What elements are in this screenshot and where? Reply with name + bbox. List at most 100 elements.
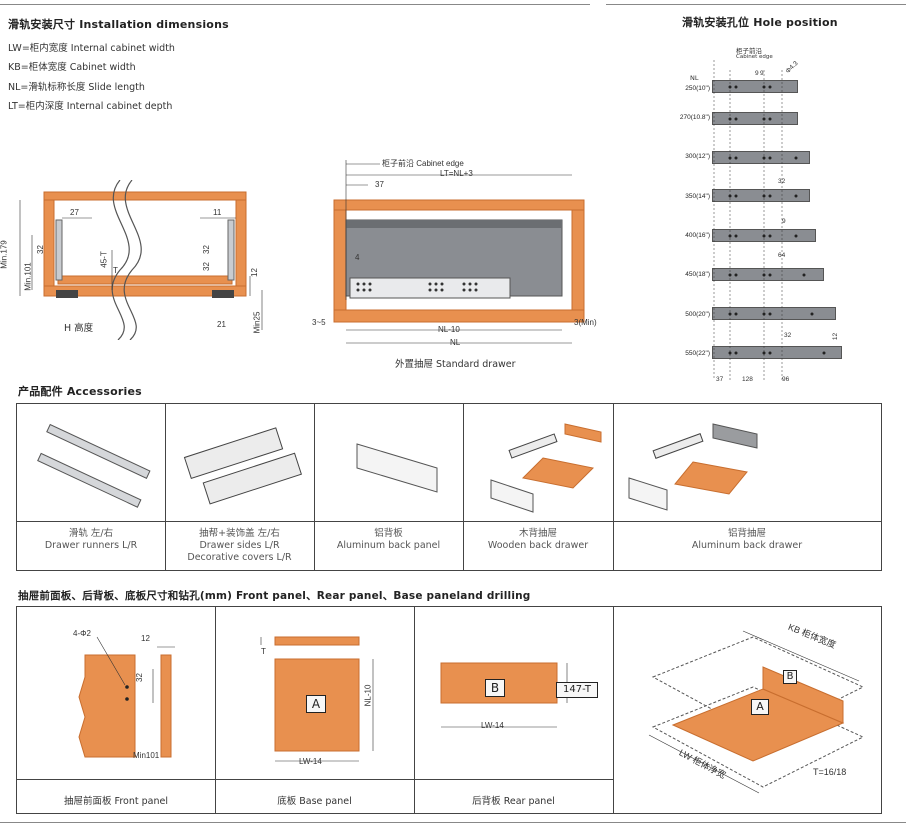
acc-label-wood-drawer-cn: 木背抽屉 <box>518 528 557 539</box>
rear-dim-lw14: LW-14 <box>481 721 504 730</box>
iso-dim-t: T=16/18 <box>813 767 847 777</box>
acc-image-aluminum-panel <box>356 443 438 493</box>
left-caption: H 高度 <box>64 323 94 334</box>
dim-3-5: 3~5 <box>312 318 326 327</box>
hole-dim-96: 96 <box>782 376 790 383</box>
dim-37: 37 <box>375 180 384 189</box>
dim-21: 21 <box>217 320 226 329</box>
acc-label-runners-en: Drawer runners L/R <box>44 540 138 551</box>
acc-label-alu-panel-cn: 铝背板 <box>374 528 403 539</box>
hole-row-label-300: 300(12") <box>685 153 710 160</box>
dim-t: T <box>113 266 118 275</box>
acc-label-wood-drawer-en: Wooden back drawer <box>487 540 589 551</box>
hole-rail-550 <box>712 346 842 359</box>
dim-32-right-a: 32 <box>201 245 211 254</box>
dim-min25: Min25 <box>252 311 262 334</box>
base-panel-caption: 底板 Base panel <box>277 796 352 807</box>
dim-32-right-b: 32 <box>201 262 211 271</box>
dim-min101: Min.101 <box>23 262 33 291</box>
front-dim-min101: Min101 <box>133 751 160 760</box>
hole-rail-450 <box>712 268 824 281</box>
dim-3-min: 3(Min) <box>574 318 597 327</box>
dim-4: 4 <box>355 253 360 262</box>
hole-dim-9c: 9 <box>782 218 786 225</box>
rear-panel-drawing <box>440 662 568 728</box>
front-dim-12: 12 <box>141 634 150 643</box>
mid-caption: 外置抽屉 Standard drawer <box>395 359 516 370</box>
acc-label-sides: 抽帮+装饰盖 左/右 Drawer sides L/R Decorative c… <box>165 528 314 564</box>
def-nl: NL=滑轨标称长度 Slide length <box>8 82 145 93</box>
hole-row-label-450: 450(18") <box>685 271 710 278</box>
dim-nl-10: NL-10 <box>438 325 460 334</box>
base-dim-lw14: LW-14 <box>299 757 322 766</box>
acc-label-alu-drawer: 铝背抽屉 Aluminum back drawer <box>613 528 881 552</box>
acc-divider-4 <box>613 404 614 570</box>
iso-letter-b: B <box>783 670 797 684</box>
hole-rail-500 <box>712 307 836 320</box>
hole-rail-300 <box>712 151 810 164</box>
hole-row-label-400: 400(16") <box>685 232 710 239</box>
acc-divider-2 <box>314 404 315 570</box>
hole-row-label-250: 250(10") <box>685 85 710 92</box>
dim-cabinet-edge: 柜子前沿 Cabinet edge <box>382 159 464 168</box>
def-lw: LW=柜内宽度 Internal cabinet width <box>8 43 175 54</box>
hole-rail-350 <box>712 189 810 202</box>
acc-image-wooden-drawer <box>490 423 602 513</box>
panels-title: 抽屉前面板、后背板、底板尺寸和钻孔(mm) Front panel、Rear p… <box>18 590 531 602</box>
pan-divider-2 <box>414 607 415 813</box>
hole-dim-9a: 9 <box>755 70 759 77</box>
front-panel-drawing <box>78 636 175 758</box>
acc-label-sides-en2: Decorative covers L/R <box>187 552 292 563</box>
rear-dim-h: 147-T <box>556 682 598 698</box>
acc-label-runners: 滑轨 左/右 Drawer runners L/R <box>17 528 165 552</box>
hole-title: 滑轨安装孔位 Hole position <box>682 16 838 29</box>
hole-dim-32: 32 <box>778 178 786 185</box>
dim-32-left: 32 <box>35 245 45 254</box>
acc-image-drawer-sides <box>183 427 302 505</box>
base-dim-t: T <box>261 647 266 656</box>
hole-dim-32b: 32 <box>784 332 792 339</box>
cross-section-drawing <box>19 180 263 340</box>
acc-image-aluminum-drawer <box>628 423 758 511</box>
pan-divider-3 <box>613 607 614 813</box>
acc-label-sides-cn: 抽帮+装饰盖 左/右 <box>199 528 280 539</box>
acc-divider-1 <box>165 404 166 570</box>
front-dim-hole: 4-Φ2 <box>73 629 91 638</box>
acc-label-alu-panel: 铝背板 Aluminum back panel <box>314 528 463 552</box>
hole-row-label-270: 270(10.8") <box>679 114 710 121</box>
hole-edge-label: 柜子前沿 <box>736 47 762 55</box>
acc-label-runners-cn: 滑轨 左/右 <box>68 528 114 539</box>
hole-nl-header: NL <box>690 74 699 82</box>
pan-row-divider <box>17 779 613 780</box>
hole-rail-270 <box>712 112 798 125</box>
base-letter: A <box>306 695 326 713</box>
acc-label-wood-drawer: 木背抽屉 Wooden back drawer <box>463 528 613 552</box>
hole-dim-128: 128 <box>742 376 753 383</box>
hole-row-label-550: 550(22") <box>685 350 710 357</box>
acc-image-runners <box>37 423 151 508</box>
hole-edge-label-en: Cabinet edge <box>736 54 773 60</box>
dim-27: 27 <box>70 208 79 217</box>
iso-letter-a: A <box>751 699 769 715</box>
dim-lt: LT=NL+3 <box>440 169 473 178</box>
def-lt: LT=柜内深度 Internal cabinet depth <box>8 101 173 112</box>
acc-label-alu-panel-en: Aluminum back panel <box>336 540 441 551</box>
dim-min179: Min.179 <box>0 240 9 269</box>
base-dim-nl10: NL-10 <box>363 684 373 707</box>
front-dim-32: 32 <box>134 673 144 682</box>
pan-divider-1 <box>215 607 216 813</box>
def-kb: KB=柜体宽度 Cabinet width <box>8 62 136 73</box>
dim-45-t: 45-T <box>99 251 109 268</box>
rear-panel-caption: 后背板 Rear panel <box>472 796 555 807</box>
install-title: 滑轨安装尺寸 Installation dimensions <box>8 18 229 31</box>
panels-table: 4-Φ2 12 32 Min101 抽屉前面板 Front panel A T … <box>16 606 882 814</box>
hole-rail-250 <box>712 80 798 93</box>
dim-12: 12 <box>249 268 259 277</box>
hole-guide-lines <box>713 60 826 380</box>
hole-dim-37: 37 <box>716 376 724 383</box>
acc-label-sides-en: Drawer sides L/R <box>199 540 280 551</box>
dim-11: 11 <box>213 208 222 217</box>
hole-row-label-500: 500(20") <box>685 311 710 318</box>
hole-dim-64: 64 <box>778 252 786 259</box>
side-view-drawing <box>333 160 585 344</box>
